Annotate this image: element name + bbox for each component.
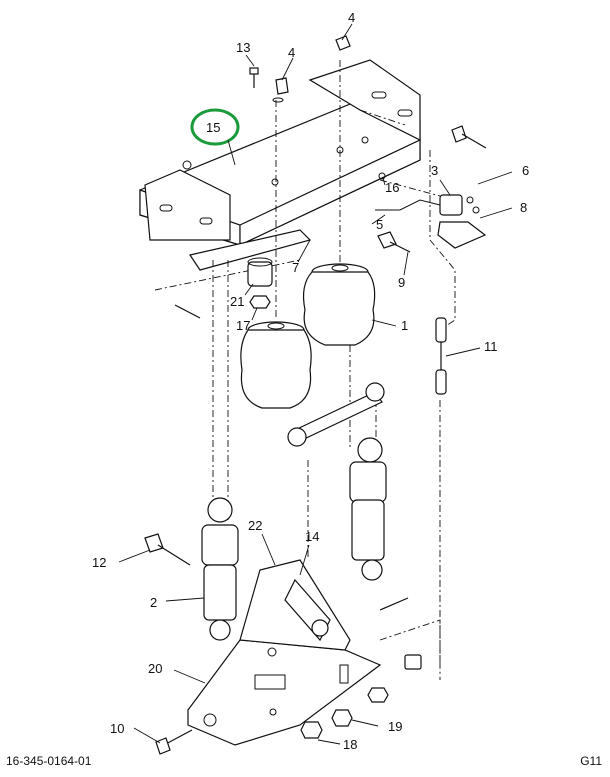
shock-absorber-left [201,497,239,641]
fitting-4-upper [335,35,351,51]
shock-absorber-right [349,437,387,581]
callout-1: 1 [401,318,408,333]
torque-rod [287,382,385,447]
callout-20: 20 [148,661,162,676]
leveling-valve [375,172,487,249]
bolt-upper-right [451,125,487,149]
leader-lines [118,23,513,745]
callout-10: 10 [110,721,124,736]
bolt-13 [249,67,259,88]
callout-labels: 1 2 3 4 4 5 6 7 8 9 10 11 12 13 14 15 16… [92,10,529,752]
document-number: 16-345-0164-01 [6,754,92,768]
callout-3: 3 [431,163,438,178]
callout-22: 22 [248,518,262,533]
nut-18 [300,721,323,739]
callout-21: 21 [230,294,244,309]
callout-18: 18 [343,737,357,752]
callout-11: 11 [484,339,498,354]
sheet-code: G11 [580,754,602,768]
bolt-lower-right [379,597,409,611]
callout-6: 6 [522,163,529,178]
callout-14: 14 [305,529,319,544]
callout-15: 15 [206,120,220,135]
bolt-10 [155,729,193,755]
lower-bracket [187,559,382,746]
spacer [247,257,273,287]
crossmember-bracket [139,59,421,271]
bolt-left-mid [174,304,201,319]
lock-nut-upper [249,295,271,309]
washer-right [367,654,422,703]
valve-link-rod [435,317,447,395]
callout-13: 13 [236,40,250,55]
callout-16: 16 [385,180,399,195]
callout-8: 8 [520,200,527,215]
air-spring-right [302,263,376,346]
highlight-ring [190,108,240,146]
callout-9: 9 [398,275,405,290]
bolt-12 [144,533,191,566]
nut-19 [331,709,353,727]
callout-19: 19 [388,719,402,734]
callout-17: 17 [236,318,250,333]
callout-5: 5 [376,217,383,232]
callout-7: 7 [292,260,299,275]
callout-2: 2 [150,595,157,610]
air-spring-left [240,321,312,409]
fitting-4-mid [272,77,289,103]
callout-4b: 4 [348,10,355,25]
bolt-9 [377,231,411,253]
callout-12: 12 [92,555,106,570]
callout-4a: 4 [288,45,295,60]
